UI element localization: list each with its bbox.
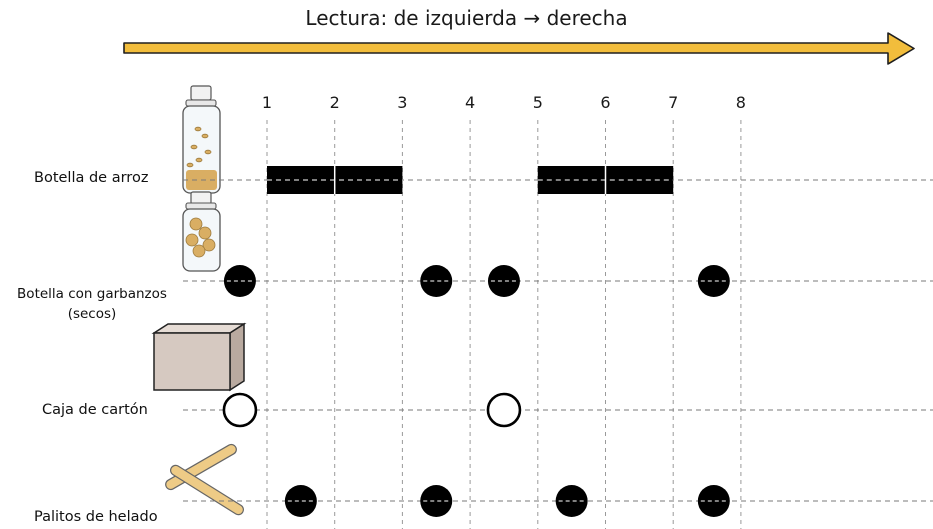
beat-number-3: 3	[397, 93, 407, 112]
heading-suffix: derecha	[546, 6, 628, 30]
note-chickpeas-3-filled-circle	[487, 265, 520, 297]
reading-direction-heading: Lectura: de izquierda → derecha	[0, 6, 933, 30]
reading-direction-arrow	[123, 32, 915, 65]
row-guides	[183, 179, 933, 502]
beat-number-4: 4	[465, 93, 475, 112]
note-box-2-open-circle	[486, 392, 522, 428]
row-label-chickpeas-line-2: (secos)	[67, 306, 117, 322]
note-sticks-4-dot	[697, 485, 730, 517]
note-chickpeas-3-dot	[487, 265, 520, 297]
note-rice-1-sustain-bar	[267, 166, 403, 194]
row-label-chickpeas-line-1: Botella con garbanzos	[17, 286, 167, 302]
note-sticks-2-filled-circle	[420, 485, 453, 517]
note-chickpeas-2-filled-circle	[420, 265, 453, 297]
cardboard-box-icon	[151, 322, 247, 392]
row-label-sticks-text: Palitos de helado	[34, 509, 158, 525]
note-chickpeas-4-filled-circle	[697, 265, 730, 297]
note-box-1-open-circle	[222, 392, 258, 428]
rice-bottle-icon	[182, 85, 221, 194]
note-chickpeas-1-dot	[223, 265, 256, 297]
row-label-sticks: Palitos de helado	[34, 509, 158, 525]
note-chickpeas-4-dot	[697, 265, 730, 297]
note-rice-2-sustain-bar	[537, 166, 674, 194]
note-chickpeas-2-dot	[420, 265, 453, 297]
note-sticks-3-dot	[555, 485, 588, 517]
row-label-box-text: Caja de cartón	[42, 402, 148, 418]
notes	[222, 166, 730, 517]
beat-number-5: 5	[533, 93, 543, 112]
note-sticks-3-filled-circle	[555, 485, 588, 517]
beat-number-8: 8	[736, 93, 746, 112]
beat-number-7: 7	[668, 93, 678, 112]
note-sticks-1-filled-circle	[284, 485, 317, 517]
note-sticks-2-dot	[420, 485, 453, 517]
direction-arrow-shape	[123, 32, 915, 65]
heading-arrow-glyph: →	[523, 6, 541, 30]
chickpea-bottle-icon	[182, 191, 221, 272]
beat-number-1: 1	[262, 93, 272, 112]
note-sticks-4-filled-circle	[697, 485, 730, 517]
popsicle-sticks-icon	[165, 443, 244, 516]
beat-number-labels: 1 2 3 4 5 6 7 8	[262, 93, 746, 112]
row-label-rice-text: Botella de arroz	[34, 170, 149, 186]
row-label-chickpeas: Botella con garbanzos (secos)	[4, 284, 180, 324]
note-chickpeas-1-filled-circle	[223, 265, 256, 297]
beat-number-6: 6	[600, 93, 610, 112]
note-sticks-1-dot	[284, 485, 317, 517]
beat-number-2: 2	[330, 93, 340, 112]
row-label-box: Caja de cartón	[42, 402, 148, 418]
heading-prefix: Lectura: de izquierda	[305, 6, 518, 30]
row-label-rice: Botella de arroz	[34, 170, 148, 186]
